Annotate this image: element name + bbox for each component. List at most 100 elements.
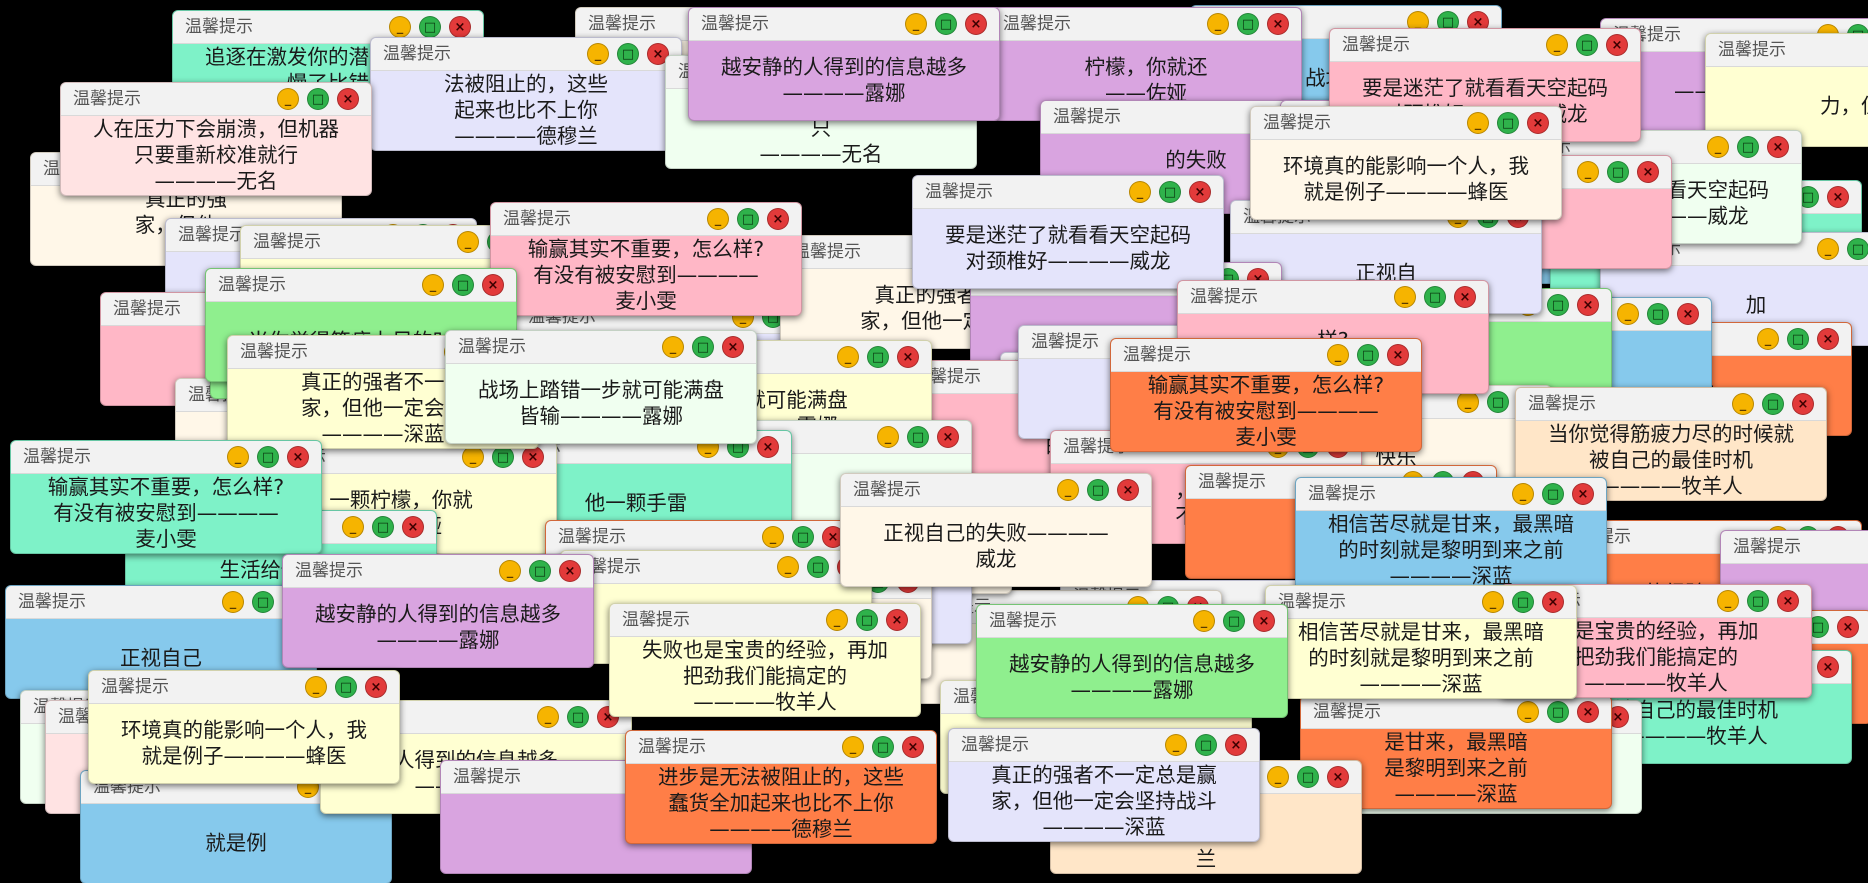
close-button[interactable]: × xyxy=(482,274,504,296)
minimize-button[interactable]: _ xyxy=(1057,479,1079,501)
close-button[interactable]: × xyxy=(1817,656,1839,678)
window-titlebar[interactable]: 温馨提示_□× xyxy=(446,331,756,364)
maximize-button[interactable]: □ xyxy=(872,736,894,758)
close-button[interactable]: × xyxy=(937,426,959,448)
maximize-button[interactable]: □ xyxy=(1237,13,1259,35)
maximize-button[interactable]: □ xyxy=(1512,591,1534,613)
popup-window[interactable]: 温馨提示_□×进步是无法被阻止的，这些 蠢货全加起来也比不上你 ————德穆兰 xyxy=(625,730,937,844)
popup-window[interactable]: 温馨提示_□×要是迷茫了就看看天空起码 对颈椎好————威龙 xyxy=(912,175,1224,289)
maximize-button[interactable]: □ xyxy=(867,346,889,368)
window-titlebar[interactable]: 温馨提示_□× xyxy=(6,586,316,619)
minimize-button[interactable]: _ xyxy=(1467,112,1489,134)
maximize-button[interactable]: □ xyxy=(1787,328,1809,350)
minimize-button[interactable]: _ xyxy=(227,446,249,468)
maximize-button[interactable]: □ xyxy=(1807,616,1829,638)
maximize-button[interactable]: □ xyxy=(529,560,551,582)
close-button[interactable]: × xyxy=(1637,161,1659,183)
popup-window[interactable]: 温馨提示_□×环境真的能影响一个人，我 就是例子————蜂医 xyxy=(1250,106,1562,220)
minimize-button[interactable]: _ xyxy=(1717,590,1739,612)
window-titlebar[interactable]: 温馨提示_□× xyxy=(173,11,483,44)
window-titlebar[interactable]: 温馨提示_□× xyxy=(283,555,593,588)
minimize-button[interactable]: _ xyxy=(1327,344,1349,366)
maximize-button[interactable]: □ xyxy=(1487,391,1509,413)
popup-window[interactable]: 温馨提示_□×样? —— xyxy=(1177,280,1489,394)
maximize-button[interactable]: □ xyxy=(372,516,394,538)
minimize-button[interactable]: _ xyxy=(1129,181,1151,203)
maximize-button[interactable]: □ xyxy=(1497,112,1519,134)
window-titlebar[interactable]: 温馨提示_□× xyxy=(977,605,1287,638)
close-button[interactable]: × xyxy=(897,346,919,368)
maximize-button[interactable]: □ xyxy=(617,43,639,65)
close-button[interactable]: × xyxy=(1527,112,1549,134)
minimize-button[interactable]: _ xyxy=(1617,303,1639,325)
close-button[interactable]: × xyxy=(1607,706,1629,728)
minimize-button[interactable]: _ xyxy=(707,208,729,230)
window-titlebar[interactable]: 温馨提示_□× xyxy=(610,604,920,637)
popup-window[interactable]: 温馨提示_□×正视自己的失败———— 威龙 xyxy=(840,473,1152,587)
close-button[interactable]: × xyxy=(1827,186,1849,208)
window-titlebar[interactable]: 温馨提示_□× xyxy=(1111,339,1421,372)
maximize-button[interactable]: □ xyxy=(252,591,274,613)
minimize-button[interactable]: _ xyxy=(1817,238,1839,260)
maximize-button[interactable]: □ xyxy=(1542,483,1564,505)
window-titlebar[interactable]: 温馨提示_□× xyxy=(61,83,371,116)
close-button[interactable]: × xyxy=(1117,479,1139,501)
minimize-button[interactable]: _ xyxy=(762,526,784,548)
maximize-button[interactable]: □ xyxy=(1576,34,1598,56)
popup-window[interactable]: 温馨提示_□×是甘来，最黑暗 是黎明到来之前 ————深蓝 xyxy=(1300,695,1612,809)
close-button[interactable]: × xyxy=(1777,590,1799,612)
popup-window[interactable]: 温馨提示_□×输赢其实不重要，怎么样? 有没有被安慰到———— 麦小雯 xyxy=(490,202,802,316)
close-button[interactable]: × xyxy=(402,516,424,538)
minimize-button[interactable]: _ xyxy=(842,736,864,758)
window-titlebar[interactable]: 温馨提示_□× xyxy=(689,8,999,41)
window-titlebar[interactable]: 温馨提示_□× xyxy=(11,441,321,474)
close-button[interactable]: × xyxy=(1327,766,1349,788)
minimize-button[interactable]: _ xyxy=(1546,34,1568,56)
close-button[interactable]: × xyxy=(1572,483,1594,505)
maximize-button[interactable]: □ xyxy=(1437,11,1459,33)
maximize-button[interactable]: □ xyxy=(335,676,357,698)
close-button[interactable]: × xyxy=(1542,591,1564,613)
popup-window[interactable]: 温馨提示_□×环境真的能影响一个人，我 就是例子————蜂医 xyxy=(88,670,400,784)
close-button[interactable]: × xyxy=(1267,13,1289,35)
minimize-button[interactable]: _ xyxy=(222,591,244,613)
maximize-button[interactable]: □ xyxy=(1847,238,1868,260)
window-titlebar[interactable]: 温馨提示_□× xyxy=(206,269,516,302)
close-button[interactable]: × xyxy=(1189,181,1211,203)
maximize-button[interactable]: □ xyxy=(307,88,329,110)
popup-window[interactable]: 温馨提示_□×战场上踏错一步就可能满盘 皆输————露娜 xyxy=(445,330,757,444)
maximize-button[interactable]: □ xyxy=(692,336,714,358)
popup-window[interactable]: 温馨提示_□×越安静的人得到的信息越多 ————露娜 xyxy=(282,554,594,668)
maximize-button[interactable]: □ xyxy=(1737,136,1759,158)
popup-window[interactable]: 温馨提示_□×越安静的人得到的信息越多 ————露娜 xyxy=(976,604,1288,718)
minimize-button[interactable]: _ xyxy=(1577,161,1599,183)
close-button[interactable]: × xyxy=(757,436,779,458)
window-titlebar[interactable]: 温馨提示_□× xyxy=(949,729,1259,762)
window-titlebar[interactable]: 温馨提示_□× xyxy=(491,203,801,236)
maximize-button[interactable]: □ xyxy=(1297,766,1319,788)
maximize-button[interactable]: □ xyxy=(1357,344,1379,366)
popup-window[interactable]: 温馨提示_□×输赢其实不重要，怎么样? 有没有被安慰到———— 麦小雯 xyxy=(10,440,322,554)
window-titlebar[interactable]: 温馨提示_□× xyxy=(626,731,936,764)
minimize-button[interactable]: _ xyxy=(877,426,899,448)
maximize-button[interactable]: □ xyxy=(1223,610,1245,632)
maximize-button[interactable]: □ xyxy=(1547,294,1569,316)
minimize-button[interactable]: _ xyxy=(837,346,859,368)
close-button[interactable]: × xyxy=(1225,734,1247,756)
close-button[interactable]: × xyxy=(1577,701,1599,723)
close-button[interactable]: × xyxy=(647,43,669,65)
close-button[interactable]: × xyxy=(1387,344,1409,366)
minimize-button[interactable]: _ xyxy=(1482,591,1504,613)
window-titlebar[interactable]: 温馨提示_□× xyxy=(1251,107,1561,140)
close-button[interactable]: × xyxy=(886,609,908,631)
maximize-button[interactable]: □ xyxy=(1159,181,1181,203)
popup-window[interactable]: 温馨提示_□×越安静的人得到的信息越多 ————露娜 xyxy=(688,7,1000,121)
maximize-button[interactable]: □ xyxy=(419,16,441,38)
maximize-button[interactable]: □ xyxy=(1087,479,1109,501)
close-button[interactable]: × xyxy=(1577,294,1599,316)
close-button[interactable]: × xyxy=(1606,34,1628,56)
window-titlebar[interactable]: 温馨提示_□× xyxy=(1296,478,1606,511)
minimize-button[interactable]: _ xyxy=(499,560,521,582)
minimize-button[interactable]: _ xyxy=(587,43,609,65)
maximize-button[interactable]: □ xyxy=(1195,734,1217,756)
